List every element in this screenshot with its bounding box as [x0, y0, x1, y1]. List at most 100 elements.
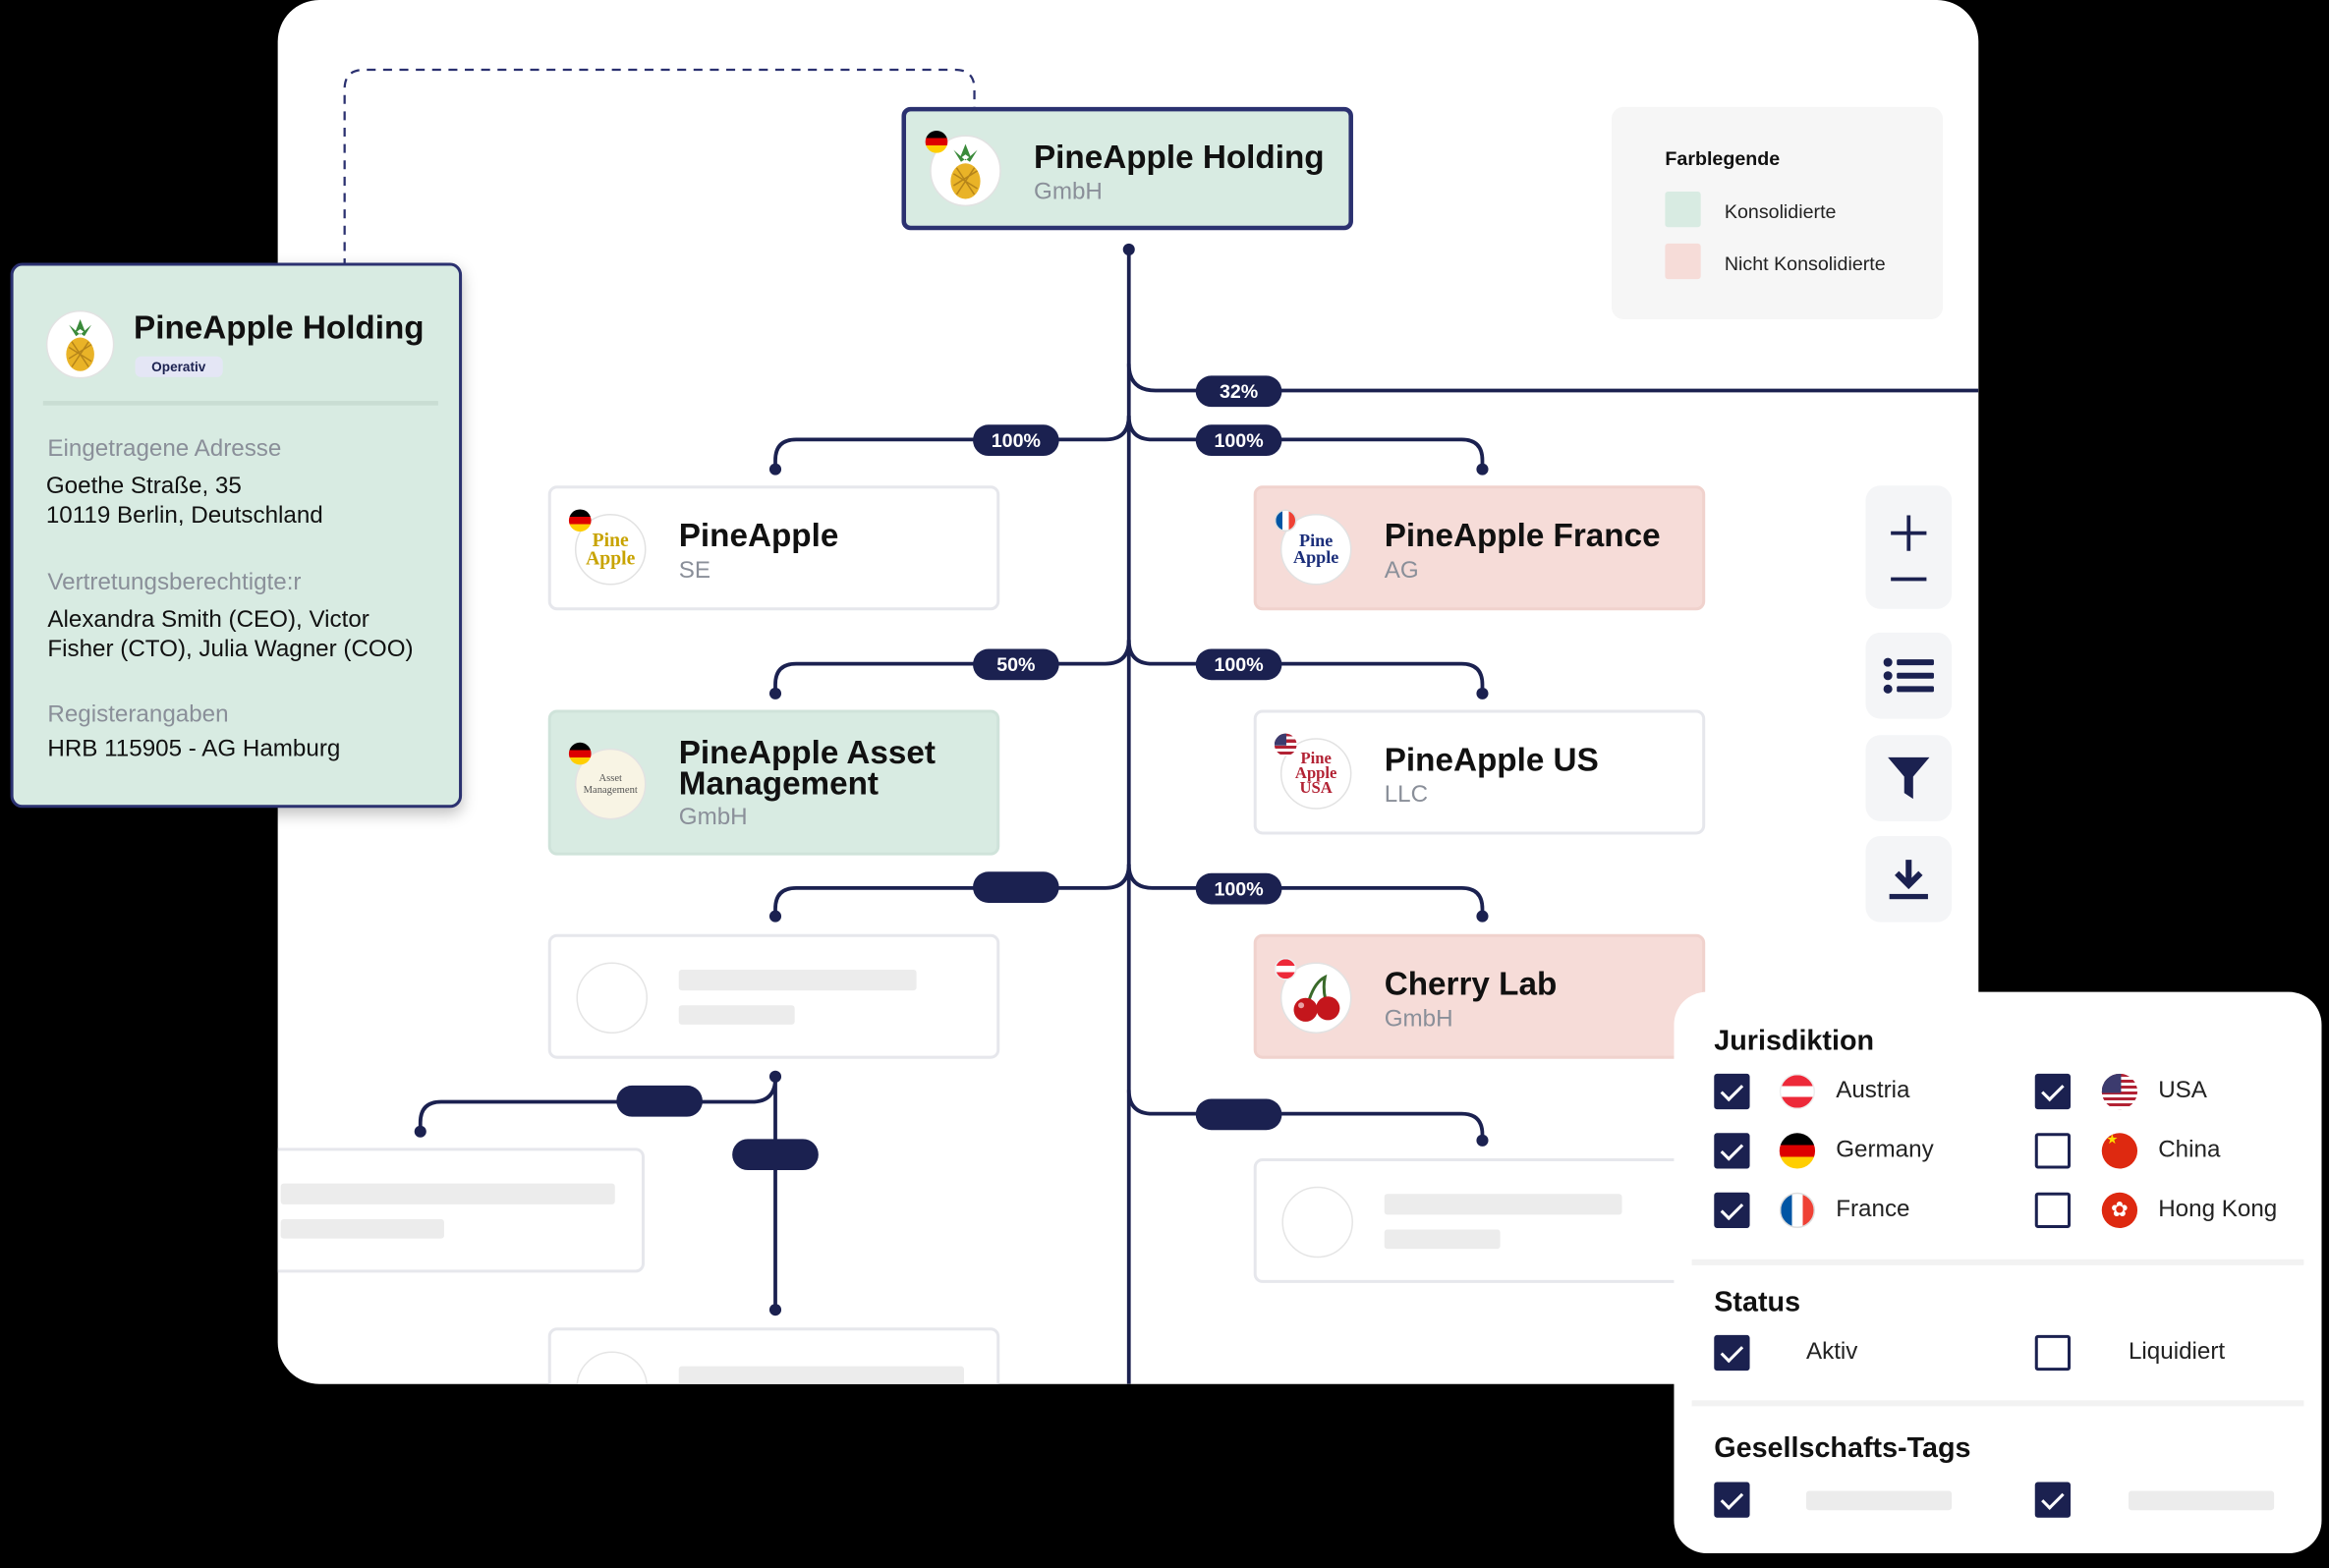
flag-hong-kong-icon [2101, 1192, 2138, 1229]
address-label: Eingetragene Adresse [47, 436, 282, 463]
placeholder-avatar [576, 1351, 649, 1384]
list-icon [1883, 657, 1934, 694]
connector-lines: 32% 100% 100% 50% 100% 100% [343, 68, 1979, 1384]
flag-france-icon [1274, 509, 1297, 532]
label-france: France [1836, 1197, 1910, 1222]
address-line-2: 10119 Berlin, Deutschland [45, 503, 323, 530]
tags-title: Gesellschafts-Tags [1714, 1432, 1971, 1465]
checkbox-austria[interactable] [1714, 1073, 1750, 1110]
zoom-controls [1865, 485, 1953, 609]
node-pineapple-us[interactable]: Pine Apple USA PineApple US LLC [1253, 709, 1706, 835]
minus-icon[interactable] [1888, 574, 1929, 583]
checkbox-germany[interactable] [1714, 1133, 1750, 1169]
share-label-cherry: 100% [1214, 878, 1263, 900]
checkbox-liquidiert[interactable] [2034, 1334, 2072, 1372]
label-germany: Germany [1836, 1137, 1934, 1163]
node-title: PineApple Holding [1034, 138, 1325, 176]
node-subtitle: GmbH [1384, 1006, 1453, 1033]
placeholder-avatar [1281, 1186, 1353, 1259]
placeholder-tag [2128, 1490, 2275, 1511]
flag-germany-icon [925, 131, 948, 153]
label-liquidiert: Liquidiert [2128, 1339, 2226, 1366]
divider [1691, 1400, 2304, 1407]
node-pineapple-asset-management[interactable]: Asset Management PineApple Asset Managem… [547, 709, 1000, 856]
checkbox-hong-kong[interactable] [2034, 1192, 2072, 1229]
register-label: Registerangaben [47, 701, 229, 728]
share-label-32: 32% [1220, 381, 1258, 403]
node-pineapple-se[interactable]: Pine Apple PineApple SE [547, 485, 1000, 611]
node-title: PineApple US [1384, 741, 1599, 779]
node-pineapple-holding[interactable]: PineApple Holding GmbH [901, 106, 1353, 231]
label-aktiv: Aktiv [1805, 1339, 1858, 1366]
share-label-se: 100% [992, 430, 1041, 452]
filter-panel: Jurisdiktion Austria Germany France USA … [1674, 991, 2322, 1554]
checkbox-france[interactable] [1714, 1192, 1750, 1229]
list-view-button[interactable] [1865, 632, 1953, 719]
node-cherry-lab[interactable]: Cherry Lab GmbH [1253, 933, 1706, 1059]
representatives-line-2: Fisher (CTO), Julia Wagner (COO) [47, 637, 414, 663]
download-button[interactable] [1865, 835, 1953, 923]
node-title-line2: Management [678, 764, 880, 803]
download-icon [1889, 860, 1928, 900]
placeholder-line [1384, 1194, 1622, 1215]
flag-china-icon [2101, 1133, 2138, 1169]
checkbox-tag-2[interactable] [2034, 1482, 2072, 1518]
label-austria: Austria [1836, 1078, 1910, 1104]
node-title-line1: PineApple Asset [678, 733, 936, 771]
filter-button[interactable] [1865, 735, 1953, 821]
cherry-lab-logo [1279, 962, 1352, 1035]
plus-icon[interactable] [1888, 512, 1929, 553]
representatives-label: Vertretungsberechtigte:r [47, 570, 302, 596]
flag-germany-icon [568, 742, 592, 765]
flag-usa-icon [1274, 733, 1297, 756]
label-china: China [2158, 1137, 2221, 1163]
placeholder-line [678, 970, 917, 991]
node-subtitle: AG [1384, 558, 1419, 585]
checkbox-aktiv[interactable] [1714, 1334, 1750, 1372]
node-subtitle: SE [678, 558, 711, 585]
legend-swatch-consolidated [1665, 191, 1701, 228]
register-value: HRB 115905 - AG Hamburg [47, 736, 341, 762]
label-hong-kong: Hong Kong [2158, 1197, 2278, 1222]
jurisdiction-title: Jurisdiktion [1714, 1026, 1875, 1058]
flag-germany-icon [568, 509, 592, 532]
divider [42, 401, 438, 406]
node-subtitle: GmbH [678, 805, 748, 830]
placeholder-line [280, 1183, 615, 1204]
label-usa: USA [2158, 1078, 2207, 1104]
node-title: PineApple [678, 517, 839, 554]
flag-france-icon [1779, 1192, 1816, 1229]
checkbox-usa[interactable] [2034, 1073, 2072, 1110]
checkbox-china[interactable] [2034, 1133, 2072, 1169]
flag-austria-icon [1274, 957, 1297, 980]
placeholder-line [678, 1366, 964, 1384]
detail-title: PineApple Holding [134, 308, 425, 347]
placeholder-tag [1805, 1490, 1953, 1511]
legend-swatch-not-consolidated [1665, 243, 1701, 280]
flag-usa-icon [2101, 1073, 2138, 1110]
placeholder-line [1384, 1229, 1501, 1250]
checkbox-tag-1[interactable] [1714, 1482, 1750, 1518]
node-placeholder [547, 933, 1000, 1059]
color-legend: Farblegende Konsolidierte Nicht Konsolid… [1611, 106, 1944, 319]
company-detail-panel: PineApple Holding Operativ Eingetragene … [10, 262, 463, 809]
placeholder-line [678, 1005, 795, 1025]
legend-title: Farblegende [1665, 146, 1781, 170]
org-chart-canvas[interactable]: 32% 100% 100% 50% 100% 100% PineApple Ho… [277, 0, 1979, 1384]
address-line-1: Goethe Straße, 35 [45, 474, 242, 499]
placeholder-line [280, 1218, 444, 1239]
funnel-icon [1888, 756, 1930, 800]
divider [1691, 1259, 2304, 1265]
node-title: PineApple France [1384, 517, 1661, 554]
legend-label-not-consolidated: Nicht Konsolidierte [1724, 252, 1886, 275]
share-label-france: 100% [1214, 430, 1263, 452]
flag-austria-icon [1779, 1073, 1816, 1110]
node-subtitle: LLC [1384, 782, 1429, 809]
share-label-asset: 50% [996, 654, 1035, 676]
node-title: Cherry Lab [1384, 965, 1558, 1003]
share-label-us: 100% [1214, 654, 1263, 676]
pineapple-se-logo: Pine Apple [574, 513, 647, 586]
pineapple-logo [45, 309, 115, 379]
status-title: Status [1714, 1287, 1801, 1319]
node-pineapple-france[interactable]: Pine Apple PineApple France AG [1253, 485, 1706, 611]
